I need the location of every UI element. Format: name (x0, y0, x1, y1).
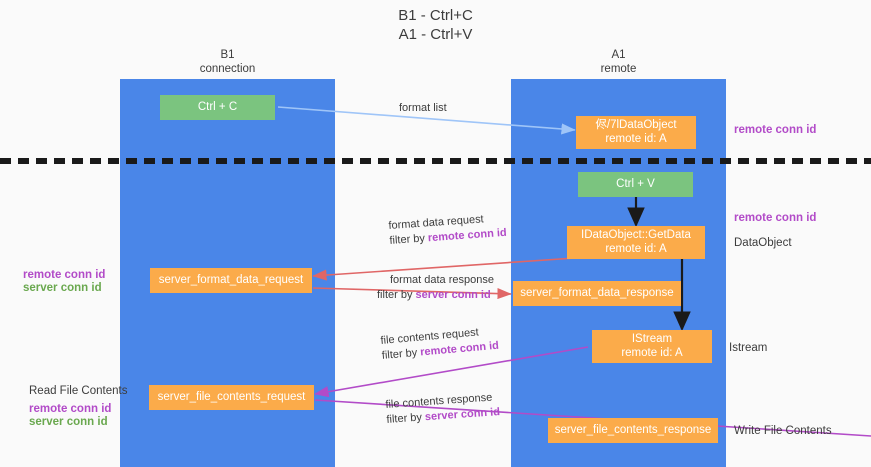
lane-header-a1: A1 remote (541, 48, 696, 76)
label-read-file-contents: Read File Contents (29, 385, 128, 397)
lane-b1-name: B1 (220, 49, 235, 61)
lane-header-b1: B1 connection (150, 48, 305, 76)
arrow-format-data-request (312, 257, 576, 281)
node-idataobject[interactable]: 侭/7lDataObject remote id: A (576, 116, 696, 149)
node-getdata-line1: IDataObject::GetData (581, 229, 691, 241)
page-title-line1: B1 - Ctrl+C (398, 7, 473, 24)
node-istream-line2: remote id: A (621, 346, 683, 359)
edge-label-format-list-text: format list (399, 102, 447, 114)
node-ctrl-c[interactable]: Ctrl + C (160, 95, 275, 120)
node-getdata[interactable]: IDataObject::GetData remote id: A (567, 226, 705, 259)
node-istream[interactable]: IStream remote id: A (592, 330, 712, 363)
node-server-file-contents-request[interactable]: server_file_contents_request (149, 385, 314, 410)
node-server-format-data-response[interactable]: server_format_data_response (513, 281, 681, 306)
label-remote-conn-id-top: remote conn id (734, 124, 817, 136)
node-ctrl-c-label: Ctrl + C (197, 100, 238, 113)
arrow-format-data-response (312, 287, 512, 300)
node-server-file-contents-response[interactable]: server_file_contents_response (548, 418, 718, 443)
label-left-remote-conn-id-2: remote conn id (29, 403, 112, 415)
filter-by-text-4: filter by (386, 411, 426, 426)
edge-label-format-data-response-text: format data response (390, 274, 494, 286)
label-dataobject: DataObject (734, 237, 792, 249)
node-ctrl-v[interactable]: Ctrl + V (578, 172, 693, 197)
node-server-file-contents-response-label: server_file_contents_response (554, 423, 712, 436)
node-getdata-line2: remote id: A (605, 242, 667, 255)
node-server-format-data-request[interactable]: server_format_data_request (150, 268, 312, 293)
filter-by-text-1: filter by (389, 232, 429, 247)
node-server-format-data-response-label: server_format_data_response (520, 286, 674, 299)
arrow-format-list (277, 106, 576, 135)
label-write-file-contents: Write File Contents (734, 425, 832, 437)
label-left-server-conn-id: server conn id (23, 282, 102, 294)
node-ctrl-v-label: Ctrl + V (616, 177, 655, 190)
lane-b1-role: connection (199, 63, 256, 75)
server-conn-id-key-1: server conn id (415, 289, 491, 301)
page-title-line2: A1 - Ctrl+V (398, 26, 473, 43)
filter-by-text-2: filter by (377, 289, 416, 301)
filter-by-text-3: filter by (381, 346, 421, 362)
lane-a1-role: remote (600, 63, 637, 75)
node-server-format-data-request-label: server_format_data_request (158, 273, 304, 286)
label-left-server-conn-id-2: server conn id (29, 416, 108, 428)
edge-label-format-data-response: format data response filter by server co… (377, 273, 494, 303)
arrow-file-contents-request (314, 346, 589, 398)
edge-label-format-list: format list (399, 101, 447, 116)
label-left-remote-conn-id: remote conn id (23, 269, 106, 281)
node-istream-line1: IStream (631, 333, 673, 345)
node-idataobject-line1: 侭/7lDataObject (595, 119, 677, 131)
label-remote-conn-id-mid: remote conn id (734, 212, 817, 224)
node-idataobject-line2: remote id: A (605, 132, 667, 145)
label-istream: Istream (729, 342, 768, 354)
page-title: B1 - Ctrl+C A1 - Ctrl+V (0, 6, 871, 44)
node-server-file-contents-request-label: server_file_contents_request (157, 390, 306, 403)
lane-a1-name: A1 (611, 49, 626, 61)
edge-label-format-data-response-filter: filter by server conn id (377, 288, 494, 303)
server-conn-id-key-2: server conn id (424, 406, 501, 424)
